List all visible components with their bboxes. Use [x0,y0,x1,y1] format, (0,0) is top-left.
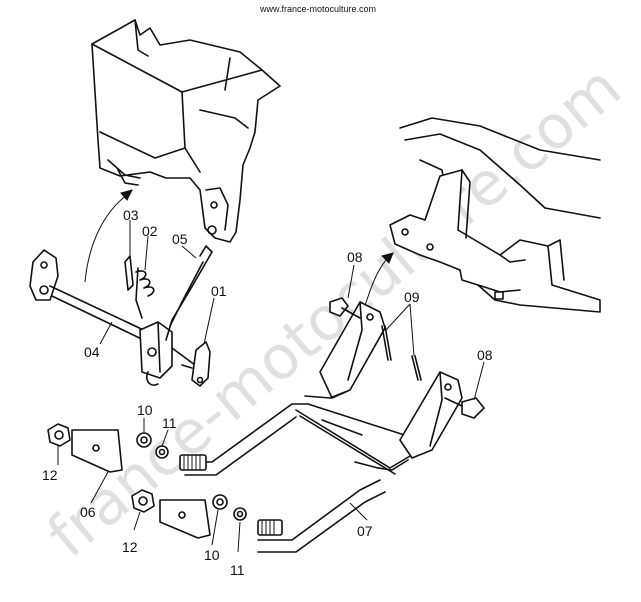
engine-housing [91,19,281,243]
callout-04: 04 [84,344,100,360]
callout-11-upper: 11 [162,415,177,431]
assembly-arrow-left [84,189,133,283]
small-link [181,341,211,387]
leader-lines [57,220,485,553]
callout-08-left: 08 [347,249,363,265]
callout-12-lower: 12 [122,539,138,555]
callout-12-upper: 12 [42,467,58,483]
callout-11-lower: 11 [230,562,245,578]
callout-06: 06 [80,504,96,520]
callout-02: 02 [142,223,158,239]
threaded-ends [179,454,283,536]
callout-10-upper: 10 [137,402,153,418]
callout-03: 03 [123,207,139,223]
callout-07: 07 [357,523,373,539]
deck-bracket [389,117,601,313]
callout-labels: 01 02 03 04 05 06 07 08 08 09 10 10 11 1… [42,207,493,578]
lift-shaft [29,249,196,386]
callout-08-right: 08 [477,347,493,363]
plate-lower [159,499,211,539]
link-rod [165,245,213,341]
callout-05: 05 [172,231,188,247]
hardware [47,423,247,521]
callout-01: 01 [211,283,227,299]
source-url: www.france-motoculture.com [259,4,376,14]
spring-assembly [124,255,155,319]
bolts-and-pins [329,297,485,419]
callout-09: 09 [404,289,420,305]
plate-upper [71,429,123,473]
callout-10-lower: 10 [204,547,220,563]
